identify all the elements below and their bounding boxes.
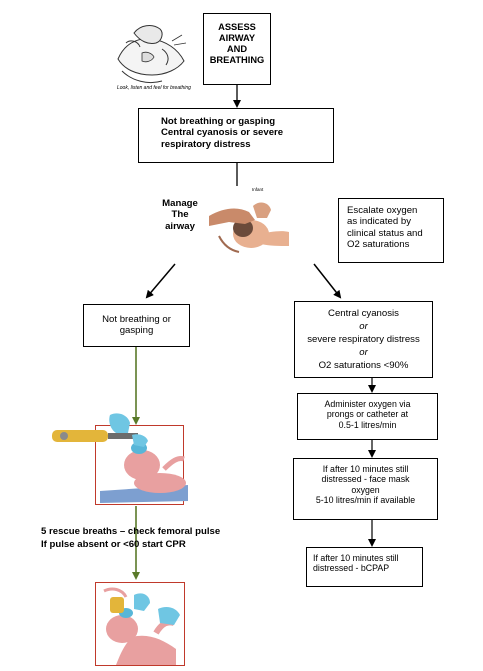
administer-oxygen-text: Administer oxygen via prongs or catheter…	[324, 399, 411, 430]
face-mask-oxygen-text: If after 10 minutes still distressed - f…	[315, 464, 416, 506]
arrow-airway-to-left	[145, 263, 176, 299]
cyanosis-or-1: or	[359, 321, 368, 332]
cyanosis-line-2: severe respiratory distress	[307, 334, 420, 345]
cyanosis-or-2: or	[359, 347, 368, 358]
not-breathing-gasping-box: Not breathing or gasping	[83, 304, 190, 347]
not-breathing-gasping-text: Not breathing or gasping	[102, 314, 171, 337]
administer-oxygen-box: Administer oxygen via prongs or catheter…	[297, 393, 438, 440]
cyanosis-line-1: Central cyanosis	[328, 308, 399, 319]
arrow-airway-to-right	[313, 263, 342, 299]
infant-caption: Infant	[252, 187, 264, 192]
manage-airway-label: Manage The airway	[162, 198, 198, 232]
bag-mask-ventilation-illustration	[52, 413, 188, 503]
assess-airway-box: ASSESS AIRWAY AND BREATHING	[203, 13, 271, 85]
bcpap-box: If after 10 minutes still distressed - b…	[306, 547, 423, 587]
rescue-breaths-line-1: 5 rescue breaths – check femoral pulse	[41, 526, 221, 537]
face-mask-oxygen-box: If after 10 minutes still distressed - f…	[293, 458, 438, 520]
cpr-frame	[95, 582, 185, 666]
not-breathing-cyanosis-text: Not breathing or gasping Central cyanosi…	[161, 116, 284, 150]
central-cyanosis-box: Central cyanosis or severe respiratory d…	[294, 301, 433, 378]
look-listen-feel-illustration	[117, 25, 187, 84]
escalate-oxygen-text: Escalate oxygen as indicated by clinical…	[347, 205, 423, 250]
assess-airway-text: ASSESS AIRWAY AND BREATHING	[209, 22, 265, 65]
infant-cpr-illustration	[103, 587, 180, 665]
cyanosis-line-3: O2 saturations <90%	[318, 360, 409, 371]
bag-mask-frame	[95, 425, 184, 505]
look-listen-caption: Look, listen and feel for breathing	[117, 85, 191, 91]
head-tilt-chin-lift-illustration	[209, 186, 289, 262]
not-breathing-cyanosis-box: Not breathing or gasping Central cyanosi…	[138, 108, 334, 163]
escalate-oxygen-box: Escalate oxygen as indicated by clinical…	[338, 198, 444, 263]
bcpap-text: If after 10 minutes still distressed - b…	[313, 553, 399, 574]
rescue-breaths-line-2: If pulse absent or <60 start CPR	[41, 539, 186, 550]
rescue-breaths-label: 5 rescue breaths – check femoral pulse I…	[41, 525, 220, 551]
